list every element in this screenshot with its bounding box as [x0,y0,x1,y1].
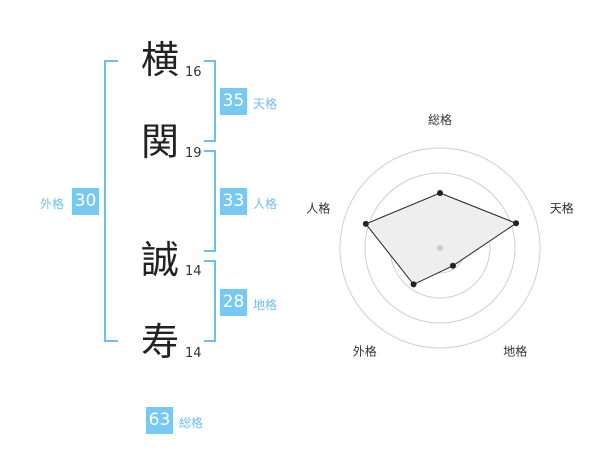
soukaku-value: 63 [146,407,173,434]
name-char-4: 寿 [141,320,180,364]
radar-point-1 [437,190,443,196]
stroke-count-2: 19 [185,146,202,161]
gaikaku-label: 外格 [40,197,65,211]
radar-center-dot [437,245,443,251]
stroke-count-4: 14 [185,346,202,361]
tenkaku-bracket [204,60,216,142]
name-char-1: 横 [141,38,180,82]
radar-axis-label-1: 総格 [428,112,452,127]
radar-point-5 [362,220,369,227]
jinkaku-label: 人格 [253,197,278,211]
radar-axis-label-4: 外格 [353,344,377,359]
tenkaku-value: 35 [220,88,247,115]
tenkaku-label: 天格 [253,97,278,111]
stroke-count-3: 14 [185,264,202,279]
stroke-count-1: 16 [185,65,202,80]
jinkaku-bracket [204,150,216,252]
radar-shape [365,192,518,286]
radar-point-2 [513,220,520,227]
soukaku-label: 総格 [179,416,204,430]
gaikaku-bracket [104,60,118,342]
radar-axis-label-3: 地格 [503,344,527,359]
radar-ring-3 [364,172,516,324]
radar-point-4 [410,281,417,288]
name-char-3: 誠 [141,238,180,282]
radar-ring-4 [339,147,541,349]
radar-axis-label-2: 天格 [550,200,574,215]
chikaku-value: 28 [220,289,247,316]
jinkaku-value: 33 [220,188,247,215]
radar-points [362,190,520,288]
radar-point-3 [449,262,456,269]
radar-axis-label-5: 人格 [306,200,330,215]
name-char-2: 関 [141,120,180,164]
gaikaku-value: 30 [72,188,99,215]
chikaku-bracket [204,260,216,342]
chikaku-label: 地格 [253,298,278,312]
